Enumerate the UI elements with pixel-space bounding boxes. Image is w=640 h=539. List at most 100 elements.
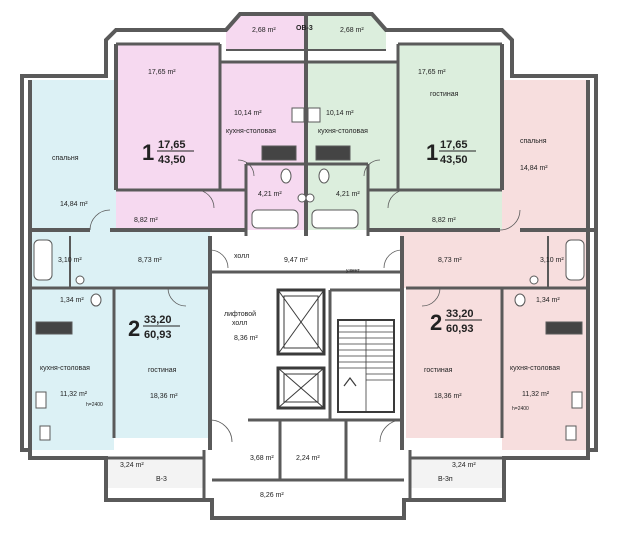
stove-icon <box>35 321 73 335</box>
lift-hall-label-1: лифтовой <box>224 310 256 318</box>
bathtub-icon <box>565 239 585 281</box>
l-bedroom-label: спальня <box>52 155 79 162</box>
r-wc-area: 1,34 m² <box>536 297 560 304</box>
room-left-living <box>114 288 210 438</box>
kitchen-sink-icon <box>291 107 305 123</box>
room-left-bedroom <box>30 80 116 230</box>
tl-living-area: 17,65 <box>158 139 186 151</box>
sink-icon <box>529 275 539 285</box>
r-bedroom-label: спальня <box>520 138 547 145</box>
r-living-room-area: 18,36 m² <box>434 393 462 400</box>
l-ceiling: h=2400 <box>86 402 103 408</box>
tl-total-area: 43,50 <box>158 154 186 166</box>
room-top-right-hall <box>368 190 502 230</box>
tl-room-area: 17,65 m² <box>148 69 176 76</box>
labels: 2,68 m² ОВ-3 2,68 m² 17,65 m² 1 17,65 43… <box>40 25 564 499</box>
r-living-area: 33,20 <box>446 308 474 320</box>
l-bath-area: 3,10 m² <box>58 257 82 264</box>
kitchen-sink-icon <box>307 107 321 123</box>
room-top-right-main <box>398 44 502 190</box>
hall-area: 9,47 m² <box>284 257 308 264</box>
room-fills <box>30 16 588 488</box>
doors <box>89 159 521 443</box>
stove-icon <box>545 321 583 335</box>
tr-room-area: 17,65 m² <box>418 69 446 76</box>
r-balcony-area: 3,24 m² <box>452 462 476 469</box>
sink-icon <box>297 193 307 203</box>
l-balcony-area: 3,24 m² <box>120 462 144 469</box>
l-living-label: гостиная <box>148 367 177 374</box>
tl-kitchen-label: кухня-столовая <box>226 128 276 135</box>
l-kitchen-label: кухня-столовая <box>40 365 90 372</box>
room-top-left-main <box>116 44 220 190</box>
l-living-room-area: 18,36 m² <box>150 393 178 400</box>
room-left-hall <box>30 230 210 288</box>
stove-icon <box>261 145 297 161</box>
tr-rooms-number: 1 <box>426 140 438 165</box>
tr-bath-area: 4,21 m² <box>336 191 360 198</box>
fixtures <box>33 107 585 441</box>
r-balcony-label: В-3п <box>438 476 453 483</box>
r-bedroom-area: 14,84 m² <box>520 165 548 172</box>
toilet-icon <box>90 293 102 307</box>
room-right-hall <box>400 230 588 288</box>
l-hall-area: 8,73 m² <box>138 257 162 264</box>
l-wc-area: 1,34 m² <box>60 297 84 304</box>
lift-shafts <box>276 288 326 410</box>
loggia-top-left <box>226 16 306 50</box>
tr-kitchen-area: 10,14 m² <box>326 110 354 117</box>
room-right-living <box>406 288 502 438</box>
bathtub-icon <box>251 209 299 229</box>
tr-total-area: 43,50 <box>440 154 468 166</box>
lift-hall-area: 8,36 m² <box>234 335 258 342</box>
hall-label: холл <box>234 253 249 260</box>
room-right-bedroom <box>502 80 588 230</box>
toilet-icon <box>318 168 330 184</box>
tl-rooms-number: 1 <box>142 140 154 165</box>
sink-icon <box>305 193 315 203</box>
l-living-area: 33,20 <box>144 314 172 326</box>
stairs <box>337 319 395 413</box>
kitchen-sink-icon <box>571 391 583 409</box>
r-rooms-number: 2 <box>430 310 442 335</box>
tr-hall-area: 8,82 m² <box>432 217 456 224</box>
r-kitchen-label: кухня-столовая <box>510 365 560 372</box>
r-hall-area: 8,73 m² <box>438 257 462 264</box>
tech-left-area: 3,68 m² <box>250 455 274 462</box>
lift-hall-label-2: холл <box>232 320 247 327</box>
l-kitchen-area: 11,32 m² <box>60 391 88 398</box>
bathtub-icon <box>33 239 53 281</box>
toilet-icon <box>514 293 526 307</box>
l-rooms-number: 2 <box>128 316 140 341</box>
tr-room-label: гостиная <box>430 91 459 98</box>
tl-hall-area: 8,82 m² <box>134 217 158 224</box>
r-living-label: гостиная <box>424 367 453 374</box>
l-balcony-label: В-3 <box>156 476 167 483</box>
stove-icon <box>315 145 351 161</box>
sink-icon <box>75 275 85 285</box>
balcony-right-fill <box>410 458 504 488</box>
l-bedroom-area: 14,84 m² <box>60 201 88 208</box>
tech-right-area: 2,24 m² <box>296 455 320 462</box>
toilet-icon <box>280 168 292 184</box>
bottom-area: 8,26 m² <box>260 492 284 499</box>
loggia-top-right-area: 2,68 m² <box>340 27 364 34</box>
loggia-top-right <box>306 16 386 50</box>
kitchen-sink-icon <box>35 391 47 409</box>
walls <box>20 12 598 520</box>
tl-kitchen-area: 10,14 m² <box>234 110 262 117</box>
l-total-area: 60,93 <box>144 329 172 341</box>
room-left-kitchen <box>30 288 114 450</box>
room-top-left-hall <box>116 190 246 230</box>
room-right-kitchen <box>502 288 588 450</box>
loggia-top-left-area: 2,68 m² <box>252 27 276 34</box>
shaft-note: у.вент <box>346 268 361 274</box>
ov3-label: ОВ-3 <box>296 25 313 32</box>
outer-wall <box>20 12 598 520</box>
r-kitchen-area: 11,32 m² <box>522 391 550 398</box>
r-bath-area: 3,10 m² <box>540 257 564 264</box>
tr-kitchen-label: кухня-столовая <box>318 128 368 135</box>
bathtub-icon <box>311 209 359 229</box>
tl-bath-area: 4,21 m² <box>258 191 282 198</box>
